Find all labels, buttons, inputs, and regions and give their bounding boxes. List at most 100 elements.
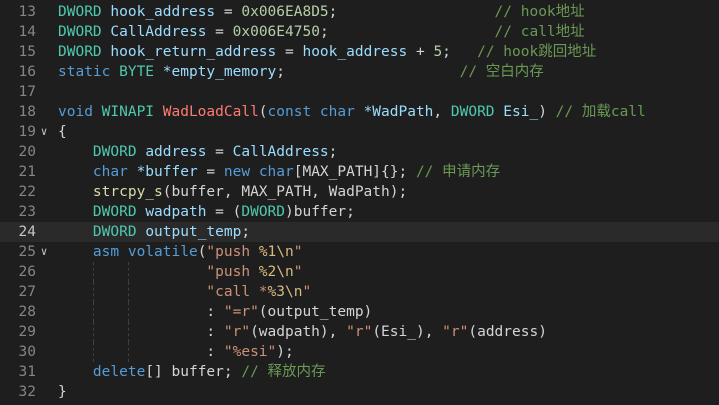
code-token: *WadPath — [363, 104, 434, 120]
code-token: // call地址 — [494, 24, 585, 40]
indent-guide — [92, 302, 94, 322]
indent-guide — [92, 342, 94, 362]
code-token: %1 — [258, 244, 277, 260]
indent-guide — [127, 282, 129, 302]
indent-guide — [92, 282, 94, 302]
code-token: "push — [206, 244, 259, 260]
code-token: " — [302, 284, 312, 300]
code-line[interactable]: 31 delete[] buffer; // 释放内存 — [0, 362, 719, 382]
code-token — [58, 364, 93, 380]
code-line[interactable]: 29 : "r"(wadpath), "r"(Esi_), "r"(addres… — [0, 322, 719, 342]
code-text: DWORD hook_return_address = hook_address… — [58, 42, 596, 62]
code-token: : — [206, 304, 224, 320]
code-text: DWORD output_temp; — [58, 222, 250, 242]
line-number: 23 — [18, 204, 36, 220]
line-number: 24 — [18, 224, 36, 240]
code-line[interactable]: 32} — [0, 382, 719, 402]
code-token: : — [206, 324, 224, 340]
code-token: ; — [328, 4, 495, 20]
code-token: "r" — [442, 324, 469, 340]
code-token: CallAddress — [232, 144, 329, 160]
code-line[interactable]: 30 : "%esi"); — [0, 342, 719, 362]
code-token: *empty_memory — [162, 64, 277, 80]
code-text: : "r"(wadpath), "r"(Esi_), "r"(address) — [58, 322, 547, 342]
code-token: wadpath — [145, 204, 216, 220]
code-text: delete[] buffer; // 释放内存 — [58, 362, 326, 382]
code-token: // 释放内存 — [241, 364, 326, 380]
code-token: (output_temp) — [258, 304, 373, 320]
code-token: (wadpath), — [250, 324, 347, 340]
line-number: 26 — [18, 264, 36, 280]
code-text: : "=r"(output_temp) — [58, 302, 372, 322]
code-token: Esi_ — [503, 104, 539, 120]
code-line[interactable]: 24 DWORD output_temp; — [0, 222, 719, 242]
code-token — [58, 324, 206, 340]
code-text: char *buffer = new char[MAX_PATH]{}; // … — [58, 162, 500, 182]
code-text: "push %2\n" — [58, 262, 302, 282]
code-line[interactable]: 19∨{ — [0, 122, 719, 142]
code-token: = — [206, 164, 224, 180]
code-line[interactable]: 25∨ asm volatile("push %1\n" — [0, 242, 719, 262]
code-line[interactable]: 21 char *buffer = new char[MAX_PATH]{}; … — [0, 162, 719, 182]
line-number: 20 — [18, 144, 36, 160]
code-token: ; — [241, 224, 251, 240]
code-line[interactable]: 20 DWORD address = CallAddress; — [0, 142, 719, 162]
code-token: WINAPI — [101, 104, 163, 120]
code-token: "%esi" — [223, 344, 277, 360]
code-text: "call *%3\n" — [58, 282, 311, 302]
code-token: } — [58, 384, 67, 400]
line-number: 27 — [18, 284, 36, 300]
code-line[interactable]: 22 strcpy_s(buffer, MAX_PATH, WadPath); — [0, 182, 719, 202]
indent-guide — [92, 262, 94, 282]
code-token: asm — [92, 244, 128, 260]
indent-guide — [127, 342, 129, 362]
code-token: "call * — [206, 284, 268, 300]
indent-guide — [127, 262, 129, 282]
code-token: ; — [442, 44, 478, 60]
code-text: strcpy_s(buffer, MAX_PATH, WadPath); — [58, 182, 407, 202]
code-token: ; — [319, 24, 495, 40]
code-line[interactable]: 27 "call *%3\n" — [0, 282, 719, 302]
code-token: 0x006EA8D5 — [241, 4, 329, 20]
code-token: ; — [276, 64, 460, 80]
code-token: "=r" — [223, 304, 259, 320]
code-token: // hook跳回地址 — [477, 44, 597, 60]
code-token: DWORD — [92, 144, 146, 160]
line-number: 17 — [18, 84, 36, 100]
code-token: 5 — [433, 44, 443, 60]
code-token: (address) — [468, 324, 547, 340]
code-token — [58, 244, 93, 260]
code-token: volatile — [127, 244, 198, 260]
code-token: ; — [328, 144, 338, 160]
code-token: CallAddress — [110, 24, 216, 40]
code-token — [58, 184, 93, 200]
code-text: DWORD wadpath = (DWORD)buffer; — [58, 202, 355, 222]
code-token: %2 — [258, 264, 277, 280]
code-token: // hook地址 — [494, 4, 585, 20]
code-token — [58, 264, 206, 280]
fold-chevron-icon[interactable]: ∨ — [40, 125, 48, 138]
code-token: DWORD — [92, 224, 146, 240]
code-token: ( — [197, 244, 207, 260]
fold-chevron-icon[interactable]: ∨ — [40, 245, 48, 258]
code-line[interactable]: 28 : "=r"(output_temp) — [0, 302, 719, 322]
code-token: )buffer; — [285, 204, 355, 220]
code-token: hook_address — [110, 4, 224, 20]
code-token: ) — [538, 104, 556, 120]
code-line[interactable]: 17 — [0, 82, 719, 102]
code-token: ( — [258, 104, 268, 120]
code-token: const — [267, 104, 320, 120]
code-line[interactable]: 23 DWORD wadpath = (DWORD)buffer; — [0, 202, 719, 222]
line-number: 29 — [18, 324, 36, 340]
line-number: 13 — [18, 4, 36, 20]
line-number: 31 — [18, 364, 36, 380]
code-token: output_temp — [145, 224, 242, 240]
code-token: delete — [92, 364, 146, 380]
code-line[interactable]: 26 "push %2\n" — [0, 262, 719, 282]
